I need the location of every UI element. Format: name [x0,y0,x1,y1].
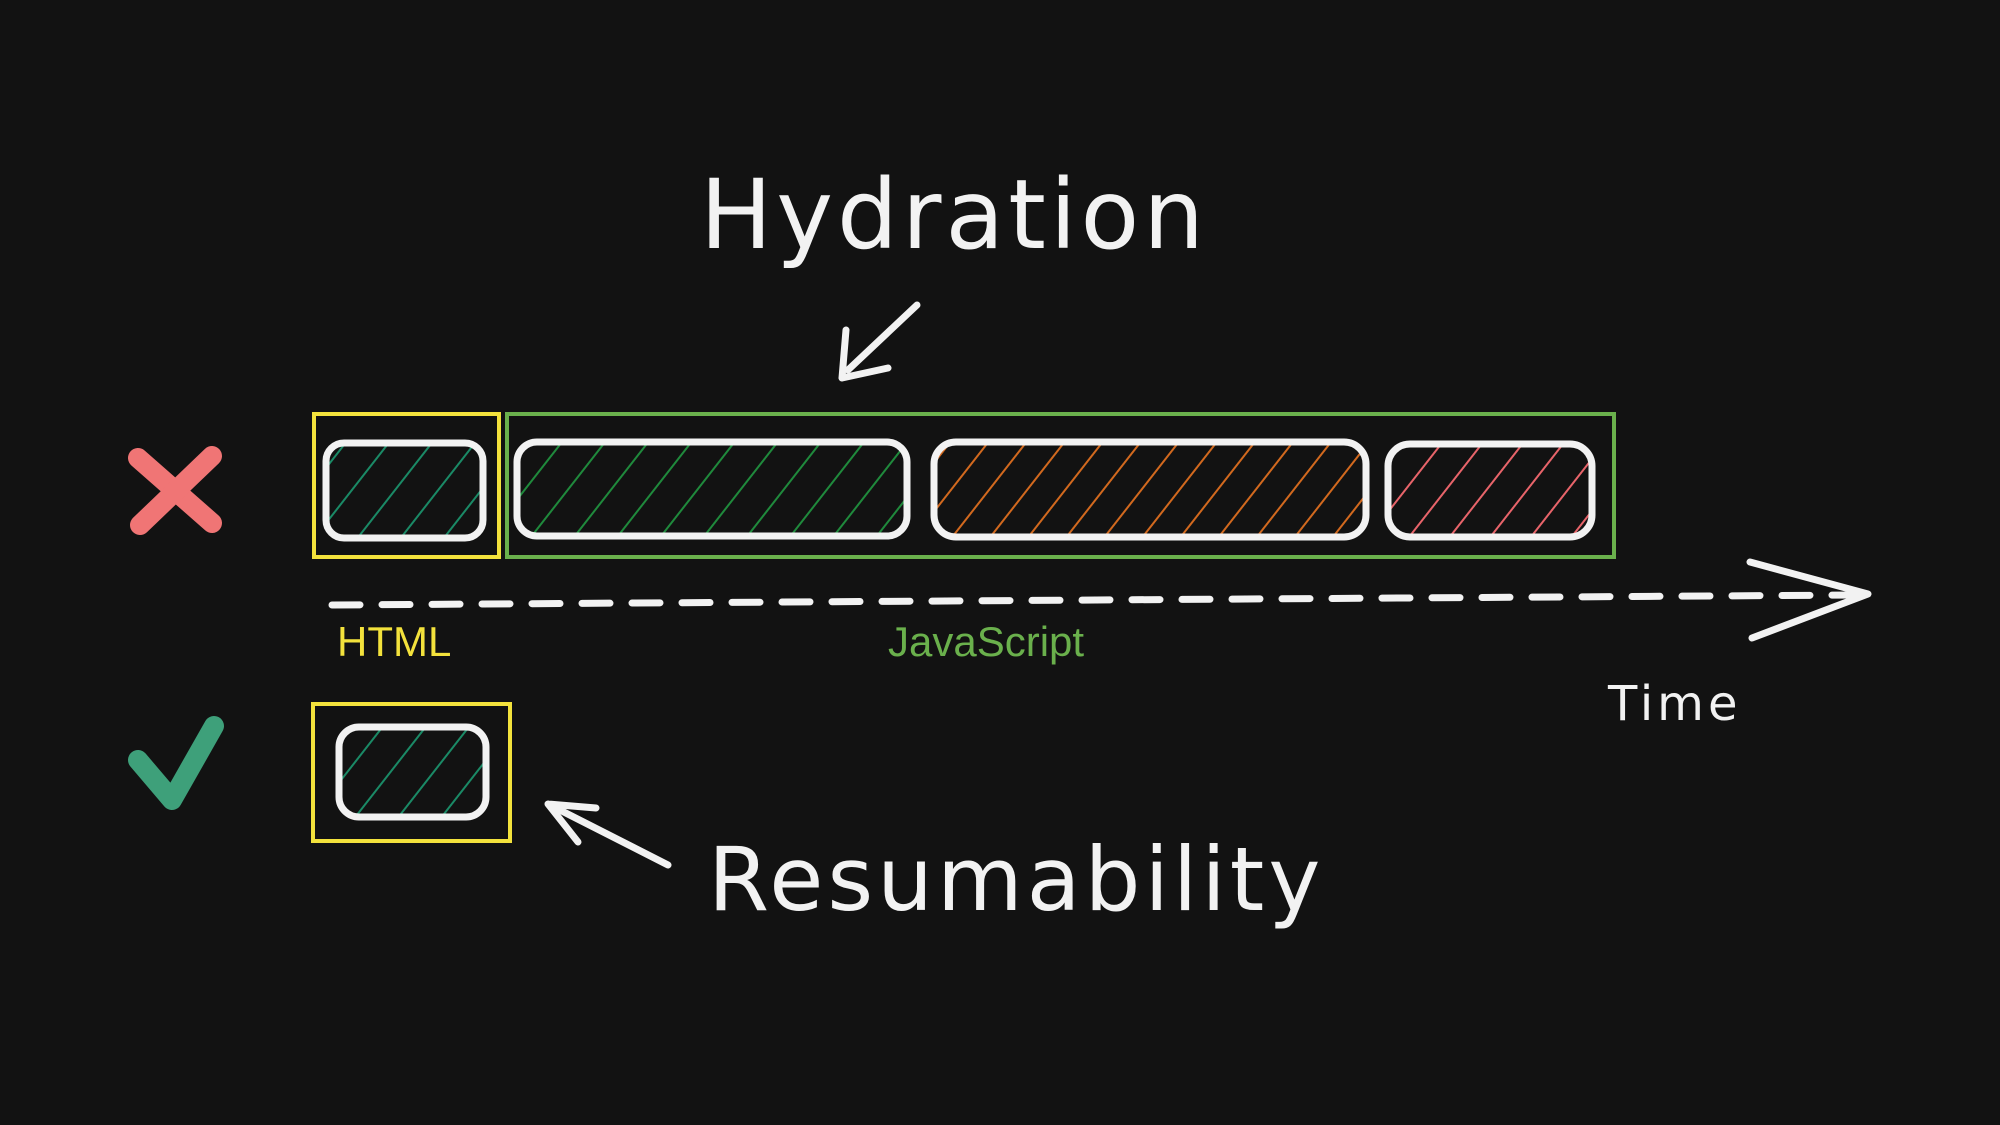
html-chunk-bottom [335,723,490,821]
resumability-arrow [544,800,672,869]
cross-icon [128,446,222,535]
time-label: Time [1607,676,1741,732]
title-resumability: Resumability [708,828,1324,931]
javascript-frame [505,412,1616,559]
hydration-arrow [838,301,921,382]
title-hydration: Hydration [700,159,1208,271]
javascript-label: JavaScript [888,618,1084,665]
check-icon [128,716,224,810]
html-label: HTML [337,618,451,665]
time-axis-arrow [328,558,1872,642]
js-chunk-red [1384,440,1596,541]
html-frame-top [312,412,501,559]
js-chunk-orange [930,438,1370,541]
html-frame-bottom [311,702,512,843]
html-chunk-top [322,439,487,542]
js-chunk-green [513,438,911,540]
